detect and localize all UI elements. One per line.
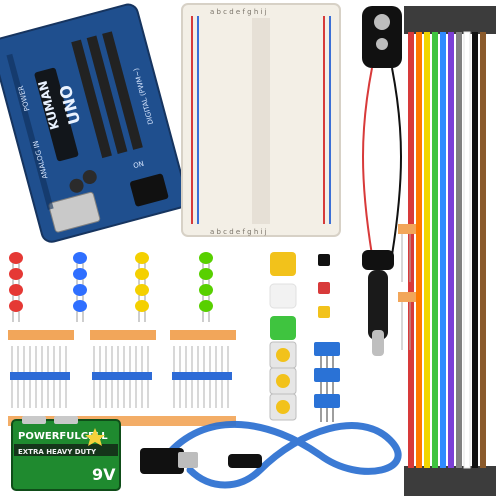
- battery-snap-cable: [362, 6, 402, 356]
- led-blue-4: [73, 300, 87, 322]
- breadboard-top-columns: a b c d e f g h i j: [210, 8, 267, 16]
- leds: [9, 252, 213, 322]
- star-icon: [85, 428, 105, 446]
- led-green-4: [199, 300, 213, 322]
- slide-switches: [314, 342, 340, 422]
- battery-subtitle: EXTRA HEAVY DUTY: [18, 448, 97, 456]
- button-caps: [269, 252, 330, 340]
- battery-brand: POWERFULCELL: [18, 431, 108, 442]
- battery-voltage: 9V: [92, 465, 116, 484]
- led-green-1: [199, 252, 213, 274]
- usb-cable: [140, 421, 402, 489]
- 9v-battery: POWERFULCELL EXTRA HEAVY DUTY 9V: [11, 416, 121, 491]
- small-components: [398, 224, 416, 350]
- breadboard-bottom-columns: a b c d e f g h i j: [210, 228, 267, 236]
- breadboard: a b c d e f g h i j a b c d e f g h i j: [181, 3, 341, 237]
- arduino-board: KUMAN UNO DIGITAL (PWM~) ANALOG IN POWER…: [0, 3, 189, 243]
- led-yellow-4: [135, 300, 149, 322]
- led-red-4: [9, 300, 23, 322]
- resistor-bodies: [10, 372, 232, 380]
- resistor-strips: [8, 330, 236, 426]
- tactile-buttons: [269, 341, 297, 421]
- led-yellow-3: [135, 284, 149, 306]
- board-on-label: ON: [132, 160, 144, 171]
- jumper-wires: [404, 6, 496, 496]
